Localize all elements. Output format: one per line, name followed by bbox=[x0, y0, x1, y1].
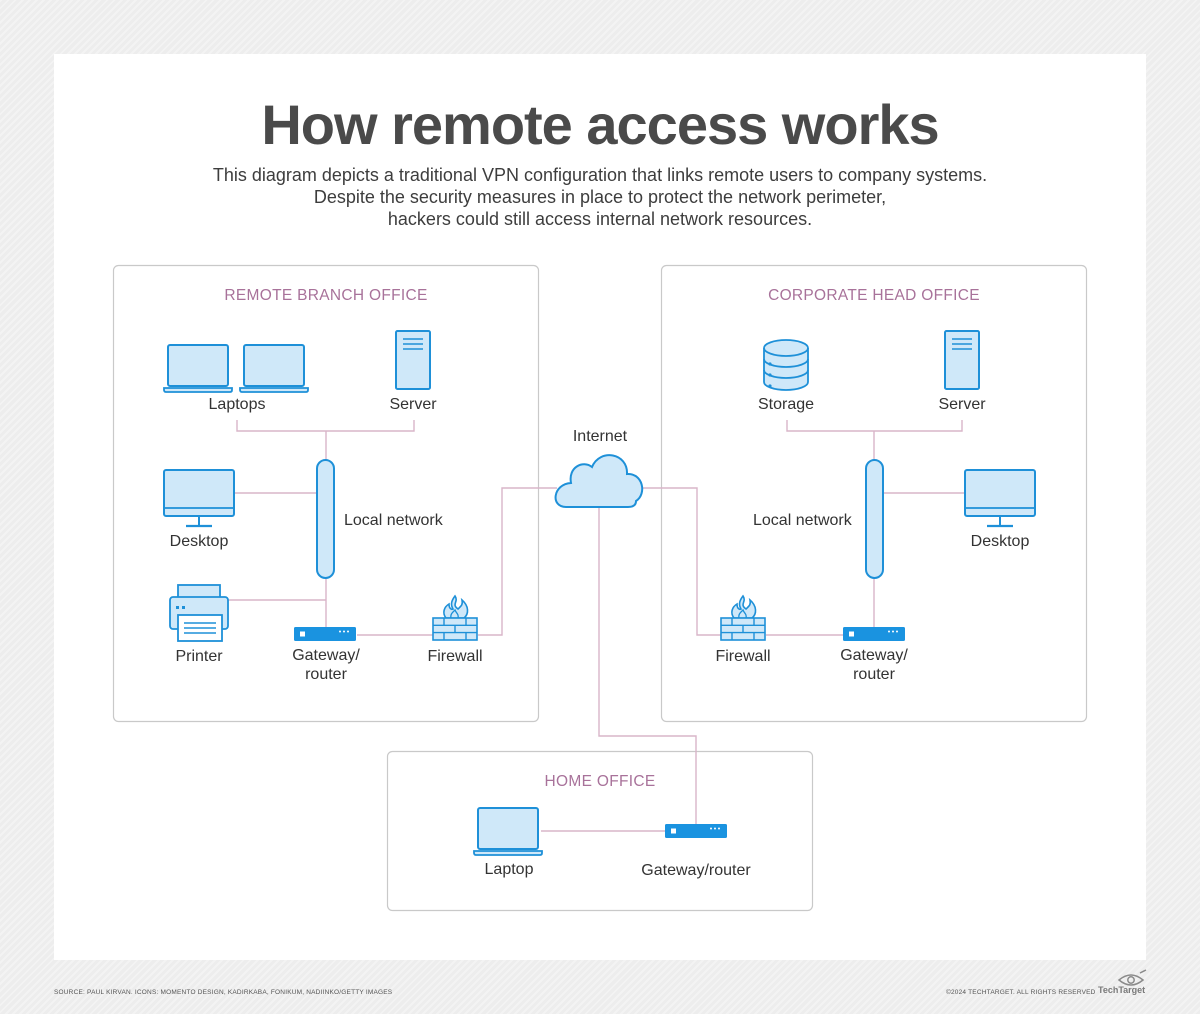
server-icon bbox=[944, 330, 980, 390]
server-label: Server bbox=[938, 396, 986, 413]
remote-branch-office-heading: REMOTE BRANCH OFFICE bbox=[224, 287, 427, 304]
connector-lines bbox=[228, 420, 966, 832]
router-icon bbox=[294, 627, 356, 641]
page-title: How remote access works bbox=[261, 93, 939, 156]
laptop-icon bbox=[163, 344, 233, 393]
desktop-label: Desktop bbox=[170, 533, 229, 550]
home-office-heading: HOME OFFICE bbox=[545, 773, 656, 790]
router-label: router bbox=[305, 666, 347, 683]
local-network-label: Local network bbox=[753, 512, 853, 529]
gateway-label: Gateway/ bbox=[292, 647, 360, 664]
printer-icon bbox=[169, 584, 229, 642]
firewall-label: Firewall bbox=[427, 648, 482, 665]
copyright-notice: ©2024 TECHTARGET. ALL RIGHTS RESERVED bbox=[946, 989, 1096, 996]
gateway-router-label: Gateway/router bbox=[641, 862, 751, 879]
router-icon bbox=[665, 824, 727, 838]
storage-icon bbox=[763, 339, 809, 391]
router-icon bbox=[843, 627, 905, 641]
techtarget-logo-icon bbox=[1117, 969, 1147, 986]
local-network-label: Local network bbox=[344, 512, 444, 529]
subtitle-line-2: Despite the security measures in place t… bbox=[313, 187, 887, 207]
brand-logo-text: TechTarget bbox=[1098, 985, 1146, 995]
internet-label: Internet bbox=[573, 428, 628, 445]
corporate-head-office-heading: CORPORATE HEAD OFFICE bbox=[768, 287, 980, 304]
local-network-bus-icon bbox=[316, 459, 335, 579]
firewall-label: Firewall bbox=[715, 648, 770, 665]
storage-label: Storage bbox=[758, 396, 814, 413]
laptop-icon bbox=[473, 807, 543, 856]
subtitle-line-3: hackers could still access internal netw… bbox=[387, 209, 813, 229]
gateway-label: Gateway/ bbox=[840, 647, 908, 664]
cloud-icon bbox=[554, 454, 644, 508]
local-network-bus-icon bbox=[865, 459, 884, 579]
source-credit: SOURCE: PAUL KIRVAN. ICONS: MOMENTO DESI… bbox=[54, 989, 393, 996]
desktop-label: Desktop bbox=[971, 533, 1030, 550]
router-label: router bbox=[853, 666, 895, 683]
printer-label: Printer bbox=[175, 648, 223, 665]
server-icon bbox=[395, 330, 431, 390]
laptops-label: Laptops bbox=[209, 396, 266, 413]
laptop-label: Laptop bbox=[485, 861, 534, 878]
server-label: Server bbox=[389, 396, 437, 413]
subtitle-line-1: This diagram depicts a traditional VPN c… bbox=[212, 165, 988, 185]
laptop-icon bbox=[239, 344, 309, 393]
